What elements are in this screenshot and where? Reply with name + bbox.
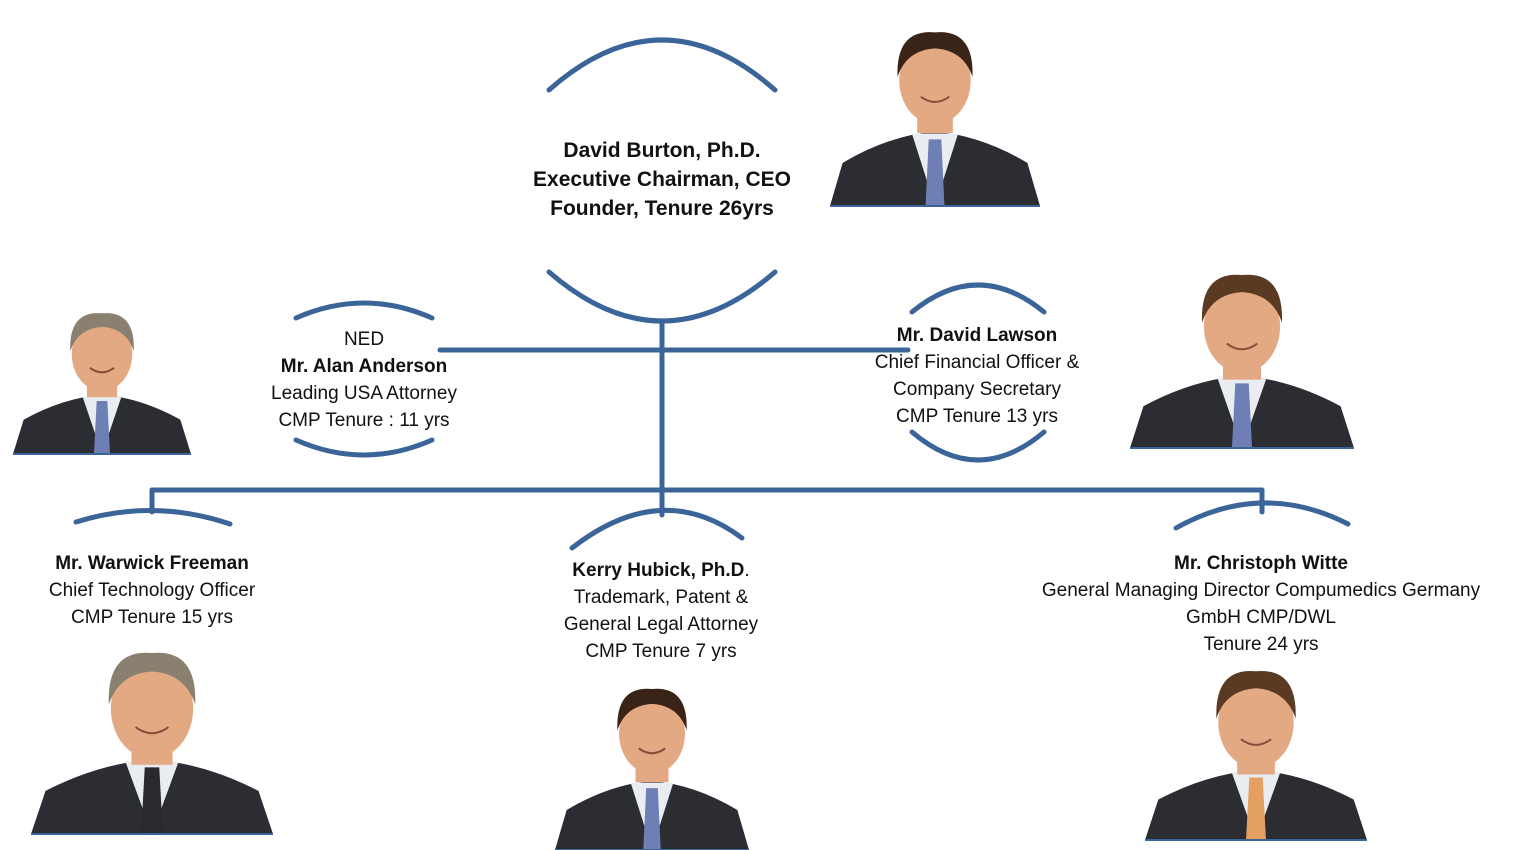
ceo-note: Founder, Tenure 26yrs bbox=[550, 197, 774, 220]
hubick-title-2: General Legal Attorney bbox=[563, 614, 759, 635]
witte-tenure: Tenure 24 yrs bbox=[1203, 634, 1319, 655]
anderson-prefix: NED bbox=[343, 329, 385, 350]
freeman-arc bbox=[73, 507, 233, 527]
portrait-alan-anderson bbox=[13, 313, 191, 455]
lawson-tenure: CMP Tenure 13 yrs bbox=[896, 406, 1058, 427]
hubick-name: Kerry Hubick, Ph.D bbox=[572, 560, 745, 581]
hubick-name-suffix: . bbox=[744, 560, 750, 581]
portrait-david-lawson bbox=[1130, 274, 1354, 449]
lawson-node: Mr. David Lawson Chief Financial Officer… bbox=[842, 322, 1112, 430]
portrait-david-burton bbox=[830, 32, 1040, 207]
lawson-arc-top bbox=[909, 282, 1047, 315]
witte-node: Mr. Christoph Witte General Managing Dir… bbox=[996, 550, 1526, 658]
lawson-title-1: Chief Financial Officer & bbox=[874, 352, 1080, 373]
freeman-node: Mr. Warwick Freeman Chief Technology Off… bbox=[12, 550, 292, 631]
portrait-warwick-freeman bbox=[31, 652, 273, 835]
ceo-name: David Burton, Ph.D. bbox=[563, 139, 761, 162]
lawson-arc-bottom bbox=[909, 429, 1047, 463]
freeman-name: Mr. Warwick Freeman bbox=[55, 553, 249, 574]
ceo-node: David Burton, Ph.D. Executive Chairman, … bbox=[500, 136, 824, 223]
portrait-kerry-hubick bbox=[555, 688, 749, 850]
anderson-arc-bottom bbox=[293, 437, 435, 458]
lawson-name: Mr. David Lawson bbox=[896, 325, 1058, 346]
ceo-arc-bottom bbox=[546, 269, 778, 324]
witte-title-2: GmbH CMP/DWL bbox=[1186, 607, 1336, 628]
hubick-node: Kerry Hubick, Ph.D. Trademark, Patent & … bbox=[520, 557, 802, 665]
ceo-title: Executive Chairman, CEO bbox=[533, 168, 791, 191]
witte-arc bbox=[1173, 500, 1351, 531]
witte-name: Mr. Christoph Witte bbox=[1174, 553, 1348, 574]
anderson-tenure: CMP Tenure : 11 yrs bbox=[278, 410, 450, 431]
freeman-title: Chief Technology Officer bbox=[48, 580, 256, 601]
lawson-title-2: Company Secretary bbox=[893, 379, 1061, 400]
hubick-tenure: CMP Tenure 7 yrs bbox=[585, 641, 737, 662]
anderson-name: Mr. Alan Anderson bbox=[280, 356, 448, 377]
ceo-arc-top bbox=[546, 37, 778, 93]
anderson-arc-top bbox=[293, 300, 435, 321]
witte-title-1: General Managing Director Compumedics Ge… bbox=[1041, 580, 1481, 601]
anderson-title: Leading USA Attorney bbox=[271, 383, 457, 404]
hubick-arc bbox=[569, 507, 745, 551]
hubick-title-1: Trademark, Patent & bbox=[573, 587, 749, 608]
freeman-tenure: CMP Tenure 15 yrs bbox=[71, 607, 233, 628]
portrait-christoph-witte bbox=[1145, 671, 1367, 841]
anderson-node: NED Mr. Alan Anderson Leading USA Attorn… bbox=[234, 326, 494, 434]
hubick-name-line: Kerry Hubick, Ph.D. bbox=[520, 557, 802, 584]
